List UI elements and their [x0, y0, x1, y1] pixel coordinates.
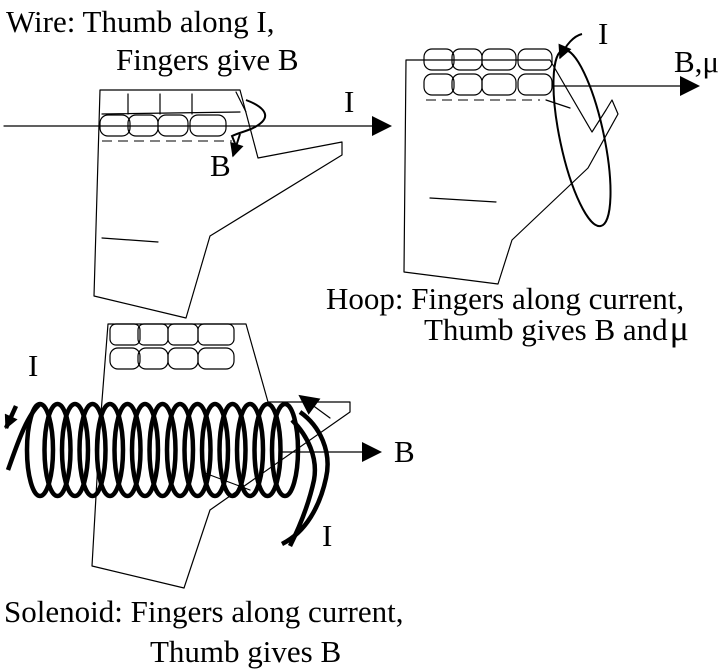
solenoid-caption-line2: Thumb gives B — [150, 634, 341, 669]
coil-turn — [112, 401, 143, 499]
wire-field-label: B — [210, 148, 231, 183]
hoop-caption-line1: Hoop: Fingers along current, — [326, 281, 684, 316]
current-arrow-icon — [3, 405, 19, 430]
coil-turn — [217, 401, 248, 499]
coil-turn — [77, 401, 108, 499]
current-loop-icon — [552, 48, 612, 228]
solenoid-current-in-label: I — [28, 348, 38, 383]
coil-icon — [24, 401, 301, 499]
right-hand-icon — [93, 89, 343, 319]
hoop-caption-text: Thumb gives B and — [424, 312, 668, 347]
right-hand-icon — [403, 48, 619, 285]
coil-turn — [164, 401, 196, 499]
coil-turn — [42, 401, 73, 499]
field-loop-icon — [230, 99, 267, 147]
coil-turn — [199, 401, 231, 499]
coil-turn — [252, 401, 283, 499]
coil-turn — [147, 401, 178, 499]
finger-tips — [99, 93, 241, 137]
current-arrow-icon — [558, 33, 583, 60]
hoop-current-label: I — [598, 16, 608, 51]
coil-turn — [59, 401, 91, 499]
current-out-lead — [280, 410, 330, 547]
finger-tips — [109, 323, 235, 370]
hoop-field-label: B,μ — [674, 44, 719, 79]
finger-tips — [423, 48, 553, 96]
coil-turn — [234, 401, 266, 499]
hoop-caption-mu: μ — [670, 308, 689, 348]
wire-panel: Wire: Thumb along I, Fingers give B I B — [3, 4, 392, 319]
hoop-panel: B,μ I Hoop: Fingers along current, Thumb… — [326, 16, 719, 348]
solenoid-caption-line1: Solenoid: Fingers along current, — [4, 594, 404, 629]
coil-turn — [94, 401, 126, 499]
wire-current-label: I — [344, 84, 354, 119]
wire-caption-line1: Wire: Thumb along I, — [6, 4, 275, 39]
coil-turn — [269, 401, 301, 499]
solenoid-current-out-label: I — [322, 518, 332, 553]
coil-turn — [129, 401, 161, 499]
current-arrow-icon — [298, 394, 331, 419]
hoop-caption-line2: Thumb gives B andμ — [424, 308, 689, 348]
solenoid-panel: I I B Solenoid: Fingers along current, T… — [3, 323, 415, 669]
wire-caption-line2: Fingers give B — [116, 42, 299, 77]
current-in-lead — [5, 402, 42, 471]
coil-turn — [182, 401, 213, 499]
solenoid-field-label: B — [394, 434, 415, 469]
